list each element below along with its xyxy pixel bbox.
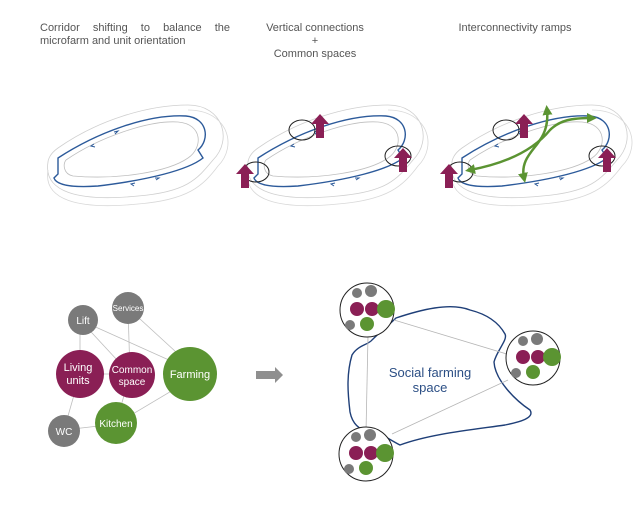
node-lift: Lift <box>68 305 98 335</box>
cluster-link <box>391 379 509 435</box>
bubble-diagram: Lift Services Living units Common space … <box>48 292 217 447</box>
cluster-link <box>393 319 511 356</box>
social-space-label-2: space <box>413 380 448 395</box>
node-farming: Farming <box>163 347 217 401</box>
node-living-label-2: units <box>66 375 90 387</box>
node-wc-label: WC <box>56 427 73 438</box>
node-farming-label: Farming <box>170 369 210 381</box>
caption-vertical-line2: Common spaces <box>273 48 357 60</box>
node-services: Services <box>112 292 144 324</box>
node-common-label-1: Common <box>112 365 153 376</box>
node-living-label-1: Living <box>64 362 93 374</box>
caption-interconnectivity-ramps: Interconnectivity ramps <box>458 22 572 34</box>
social-space-label-1: Social farming <box>389 365 471 380</box>
caption-corridor-shifting: Corridor shifting to balance the microfa… <box>40 22 230 47</box>
ramp-arrow <box>518 105 553 183</box>
vertical-connection-arrow <box>236 164 254 188</box>
caption-vertical-connections: Vertical connections + Common spaces <box>250 22 380 61</box>
vertical-connection-arrow <box>440 164 458 188</box>
node-living-units: Living units <box>56 350 104 398</box>
common-space-ring <box>384 145 412 167</box>
unit-cluster <box>505 330 561 386</box>
caption-vertical-line1: Vertical connections <box>266 22 364 34</box>
vertical-connections-diagram <box>236 104 429 207</box>
node-kitchen-label: Kitchen <box>99 419 132 430</box>
corridor-loop <box>46 104 229 207</box>
common-space-ring <box>288 119 316 141</box>
social-space-boundary <box>347 306 532 446</box>
social-farming-diagram: Social farming space <box>338 282 561 482</box>
node-common-label-2: space <box>119 377 146 388</box>
corridor-loop-diagram <box>46 104 229 207</box>
cluster-link <box>365 335 369 433</box>
node-kitchen: Kitchen <box>95 402 137 444</box>
node-lift-label: Lift <box>76 316 90 327</box>
caption-plus: + <box>311 35 319 47</box>
node-wc: WC <box>48 415 80 447</box>
interconnectivity-ramps-diagram <box>440 104 633 207</box>
transform-arrow-icon <box>256 367 283 383</box>
node-services-label: Services <box>113 304 144 313</box>
unit-cluster <box>338 426 394 482</box>
node-common-space: Common space <box>109 352 155 398</box>
unit-cluster <box>339 282 395 338</box>
